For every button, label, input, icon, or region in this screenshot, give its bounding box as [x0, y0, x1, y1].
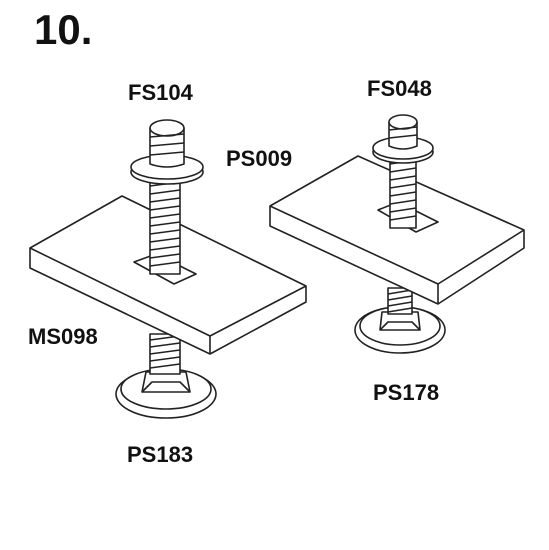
label-fs048: FS048: [367, 76, 432, 101]
right-assembly: [269, 114, 525, 354]
right-bolt-head: [354, 306, 446, 354]
label-fs104: FS104: [128, 80, 193, 105]
left-bolt-head: [115, 368, 217, 419]
label-ps009: PS009: [226, 146, 293, 171]
right-nut: [388, 114, 418, 150]
right-lower-thread: [387, 287, 413, 315]
label-ps178: PS178: [373, 380, 440, 405]
left-lower-thread: [149, 333, 181, 375]
left-plate: [29, 195, 307, 355]
label-ps183: PS183: [127, 442, 194, 467]
label-ms098: MS098: [28, 324, 98, 349]
left-upper-thread: [149, 177, 181, 275]
left-nut: [149, 119, 185, 168]
left-assembly: [29, 119, 307, 419]
step-number: 10.: [34, 6, 93, 53]
